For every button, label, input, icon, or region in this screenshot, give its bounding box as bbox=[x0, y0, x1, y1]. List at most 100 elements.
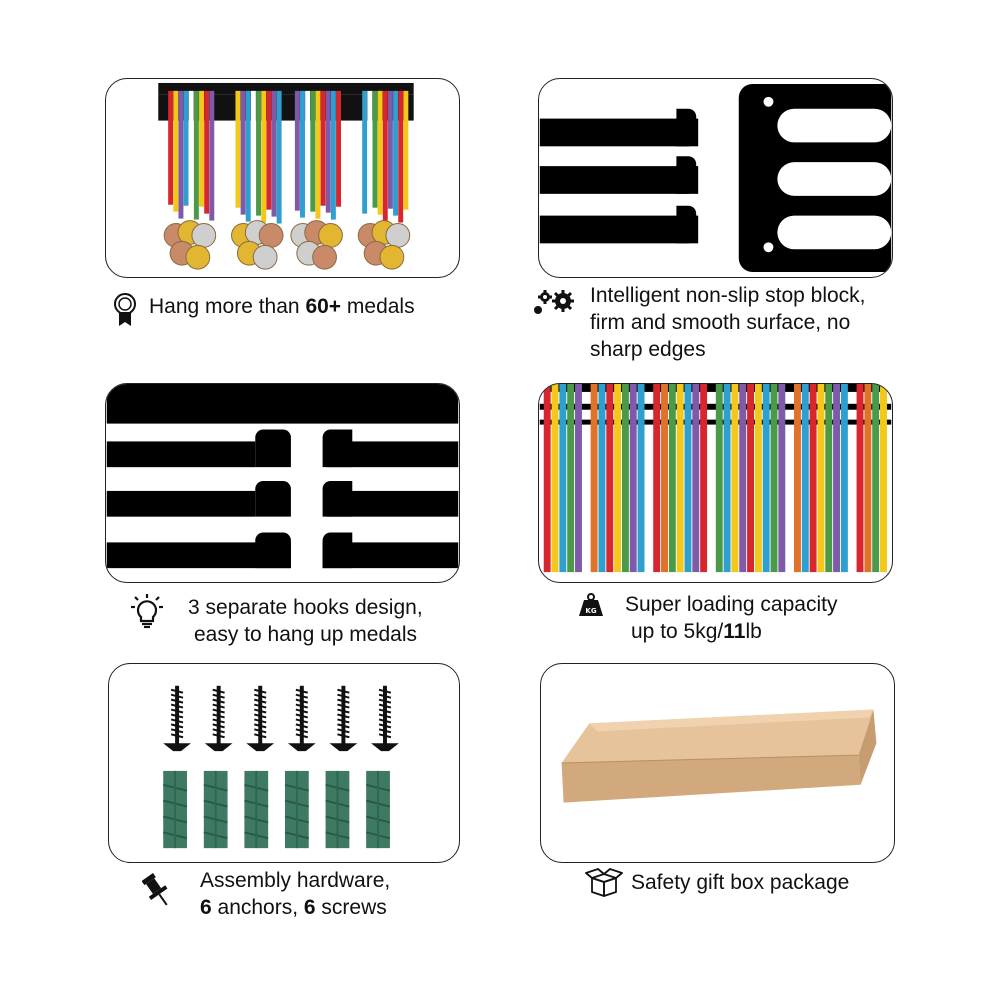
ribbon bbox=[864, 384, 872, 573]
ribbon bbox=[880, 384, 887, 573]
medal bbox=[379, 244, 405, 270]
ribbon bbox=[183, 90, 189, 206]
ribbon bbox=[387, 90, 393, 209]
screw bbox=[163, 685, 191, 752]
gears-icon bbox=[530, 288, 576, 318]
ribbon bbox=[300, 90, 305, 218]
ribbon bbox=[575, 384, 582, 573]
ribbon bbox=[199, 90, 204, 207]
ribbon bbox=[204, 90, 210, 214]
feature-caption-capacity: Super loading capacity up to 5kg/11lb bbox=[625, 591, 925, 645]
ribbon bbox=[731, 384, 739, 573]
ribbon bbox=[559, 384, 567, 573]
ribbon bbox=[637, 384, 645, 573]
ribbon bbox=[606, 384, 614, 573]
screw bbox=[371, 685, 399, 752]
caption-line: sharp edges bbox=[590, 338, 706, 361]
ribbon bbox=[235, 90, 241, 208]
ribbon bbox=[330, 90, 336, 220]
ribbon bbox=[261, 90, 267, 223]
ribbon bbox=[305, 90, 311, 205]
ribbon bbox=[403, 90, 409, 210]
ribbon bbox=[825, 384, 833, 573]
ribbon bbox=[240, 90, 246, 215]
feature-caption-hardware: Assembly hardware, 6 anchors, 6 screws bbox=[200, 867, 500, 921]
ribbon bbox=[668, 384, 676, 573]
caption-line: Super loading capacity bbox=[625, 593, 838, 616]
ribbon bbox=[266, 90, 272, 210]
pushpin-icon bbox=[142, 872, 172, 910]
screw bbox=[287, 685, 316, 752]
ribbon bbox=[382, 90, 388, 222]
screw bbox=[246, 685, 275, 752]
caption-line: 3 separate hooks design, bbox=[188, 596, 423, 619]
ribbon bbox=[614, 384, 622, 573]
medal bbox=[185, 244, 211, 270]
open-box-icon bbox=[584, 868, 624, 898]
caption-line: Hang more than 60+ medals bbox=[149, 295, 415, 318]
ribbon bbox=[320, 90, 326, 206]
caption-line: 6 anchors, 6 screws bbox=[200, 896, 387, 919]
ribbon bbox=[770, 384, 778, 573]
ribbon bbox=[271, 90, 277, 217]
medal-hanger-photo bbox=[105, 78, 460, 278]
ribbon bbox=[840, 384, 848, 573]
lightbulb-icon bbox=[128, 593, 166, 631]
medal-ribbon-icon bbox=[112, 292, 138, 328]
ribbon bbox=[739, 384, 747, 573]
ribbon bbox=[325, 90, 331, 213]
caption-line: easy to hang up medals bbox=[194, 623, 417, 646]
ribbon bbox=[543, 384, 551, 573]
ribbon bbox=[276, 90, 282, 224]
ribbon bbox=[362, 90, 368, 214]
ribbon bbox=[310, 90, 316, 212]
feature-caption-hooks: 3 separate hooks design, easy to hang up… bbox=[188, 594, 478, 648]
ribbon bbox=[315, 90, 321, 219]
ribbon bbox=[653, 384, 661, 573]
ribbon bbox=[817, 384, 825, 573]
weight-label: KG bbox=[585, 607, 596, 615]
ribbon bbox=[193, 90, 199, 220]
ribbon bbox=[629, 384, 637, 573]
ribbon bbox=[621, 384, 629, 573]
ribbon bbox=[209, 90, 215, 221]
anchor bbox=[203, 770, 228, 849]
ribbon bbox=[747, 384, 755, 573]
ribbon bbox=[336, 90, 342, 207]
ribbon bbox=[684, 384, 692, 573]
ribbon bbox=[676, 384, 684, 573]
ribbon bbox=[173, 90, 179, 212]
medal bbox=[318, 223, 343, 248]
caption-line: Intelligent non-slip stop block, bbox=[590, 284, 866, 307]
caption-line: Assembly hardware, bbox=[200, 869, 391, 892]
ribbon bbox=[661, 384, 668, 573]
anchor bbox=[162, 770, 188, 849]
caption-line: firm and smooth surface, no bbox=[590, 311, 851, 334]
loaded-ribbons-photo bbox=[538, 383, 893, 583]
weight-kg-icon: KG bbox=[578, 593, 604, 617]
feature-caption-medals: Hang more than 60+ medals bbox=[149, 293, 479, 320]
medal bbox=[258, 223, 284, 248]
ribbon bbox=[723, 384, 731, 573]
ribbon bbox=[700, 384, 708, 573]
ribbon bbox=[250, 90, 256, 209]
medal bbox=[191, 223, 217, 248]
ribbon bbox=[567, 384, 575, 573]
screw bbox=[329, 685, 358, 752]
gift-box-photo bbox=[540, 663, 895, 863]
ribbon bbox=[377, 90, 383, 215]
ribbon bbox=[715, 384, 723, 573]
ribbon bbox=[178, 90, 184, 219]
ribbon bbox=[856, 384, 864, 573]
ribbon bbox=[551, 384, 559, 573]
anchor bbox=[284, 770, 309, 849]
medal bbox=[312, 244, 337, 270]
hardware-photo bbox=[108, 663, 460, 863]
ribbon bbox=[778, 384, 786, 573]
ribbon bbox=[833, 384, 841, 573]
anchor bbox=[365, 770, 391, 849]
anchor bbox=[325, 770, 350, 849]
screw bbox=[204, 685, 233, 752]
ribbon bbox=[872, 384, 880, 573]
ribbon bbox=[754, 384, 762, 573]
